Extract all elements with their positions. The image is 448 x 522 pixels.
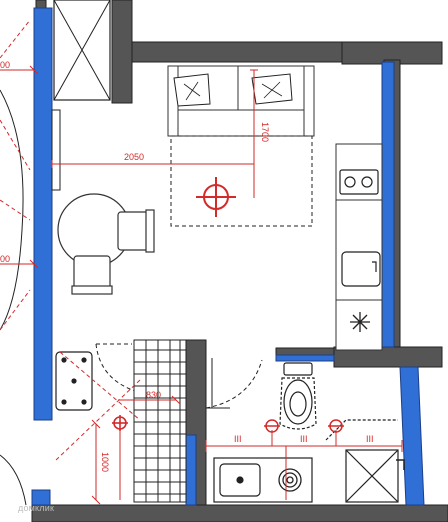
hall-light-icon (112, 415, 128, 431)
dim-vertical-top: 1700 (260, 122, 270, 142)
shower-valve-icon (396, 459, 405, 470)
kitchen-sink-icon (341, 251, 381, 287)
window-left-wall (33, 7, 53, 421)
ceiling-light-icon (196, 177, 236, 217)
wall-top-main (131, 41, 343, 63)
dining-set (57, 193, 155, 295)
sofa-pillows (173, 73, 293, 107)
window-bath-wall (275, 354, 335, 362)
dimension-lines-main (0, 19, 258, 331)
chair-bottom (71, 255, 113, 295)
exterior-walls-blue (31, 7, 425, 506)
dim-kitchen-mark-2: III (300, 434, 308, 444)
left-outer-arc (0, 89, 24, 331)
wardrobe (133, 339, 187, 503)
vent-shaft (53, 0, 111, 101)
spiral-heater-icon (278, 468, 302, 492)
toilet-tank (283, 362, 313, 376)
dim-left-lower: 00 (0, 254, 10, 264)
window-right-wall (381, 61, 395, 348)
dim-horizontal-top: 2050 (124, 152, 144, 162)
window-bottom-left (31, 489, 51, 506)
hob-icon (339, 169, 379, 195)
fan-icon (350, 312, 370, 332)
wall-bottom-left (31, 504, 448, 522)
left-outer-arc-bottom (0, 454, 27, 506)
dim-left-upper: 00 (0, 60, 10, 70)
entrance-door (95, 343, 139, 393)
chair-right (117, 209, 155, 253)
window-hall-wall (185, 434, 197, 506)
left-shelf (51, 109, 61, 191)
socket-icons (264, 419, 344, 433)
bottom-counter (213, 457, 313, 503)
hall-stool (55, 351, 93, 411)
wall-left-top (35, 0, 47, 9)
dimension-lines-hall (55, 351, 181, 505)
bathroom-door (205, 358, 263, 409)
window-right-lower (399, 366, 425, 506)
dim-kitchen-mark-3: III (366, 434, 374, 444)
dim-hall-vertical: 1000 (100, 452, 110, 472)
dim-hall-diagonal: 830 (146, 390, 161, 400)
watermark: домклик (18, 503, 55, 513)
dim-kitchen-mark-1: III (234, 434, 242, 444)
kitchen-counter (335, 143, 383, 351)
shower-box (325, 419, 399, 503)
bed-outline (170, 135, 313, 227)
bathroom-fixtures (279, 362, 317, 430)
wall-top-left (111, 0, 133, 104)
